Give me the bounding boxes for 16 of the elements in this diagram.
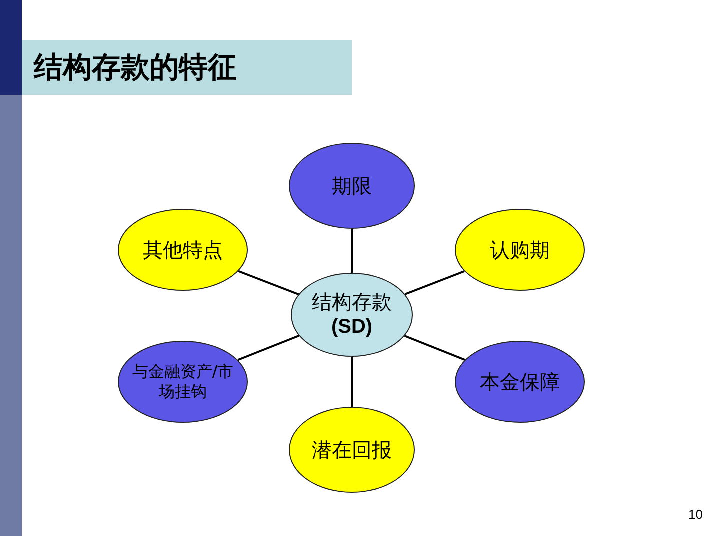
connector-line [351, 357, 353, 407]
connector-line [238, 335, 300, 362]
node-label: 潜在回报 [312, 438, 392, 462]
page-number: 10 [688, 507, 703, 522]
title: 结构存款的特征 [34, 48, 237, 86]
connector-line [351, 229, 353, 273]
node-label: 本金保障 [480, 370, 560, 394]
node-label: 其他特点 [143, 238, 223, 262]
node-label: 期限 [332, 174, 372, 198]
connector-line [404, 270, 465, 296]
node-label: (SD) [331, 315, 373, 340]
connector-line [238, 270, 300, 296]
connector-line [404, 335, 466, 362]
node-label: 结构存款 [312, 290, 392, 315]
node-label: 与金融资产/市场挂钩 [131, 362, 235, 402]
node-label: 认购期 [490, 238, 550, 262]
